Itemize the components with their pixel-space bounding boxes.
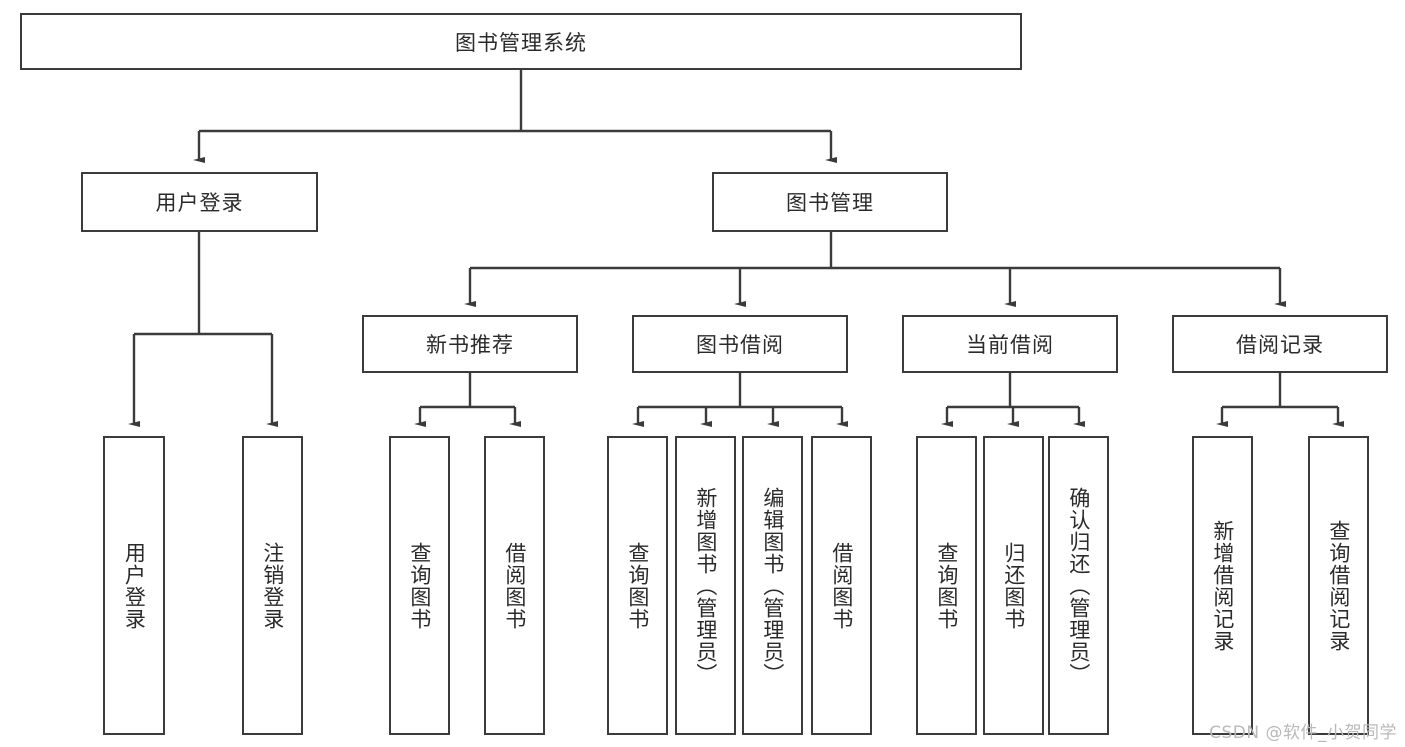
node-current-borrow[interactable]: 当前借阅	[902, 315, 1118, 373]
node-user-login-label: 用户登录	[155, 191, 244, 215]
node-root-label: 图书管理系统	[455, 30, 587, 55]
node-borrow-record[interactable]: 借阅记录	[1172, 315, 1388, 373]
node-book-admin[interactable]: 图书管理	[712, 172, 948, 232]
leaf-edit-book[interactable]: 编辑图书（管理员）	[742, 436, 803, 735]
watermark: CSDN @软件_小贺同学	[1209, 723, 1397, 743]
leaf-edit-book-label: 编辑图书（管理员）	[760, 486, 785, 685]
leaf-confirm-return-label: 确认归还（管理员）	[1066, 486, 1091, 685]
leaf-user-login[interactable]: 用户登录	[103, 436, 165, 735]
leaf-query-book-1[interactable]: 查询图书	[389, 436, 450, 735]
leaf-user-logout[interactable]: 注销登录	[242, 436, 303, 735]
leaf-borrow-book-2-label: 借阅图书	[829, 541, 854, 630]
node-user-login[interactable]: 用户登录	[81, 172, 318, 232]
leaf-query-book-2[interactable]: 查询图书	[607, 436, 668, 735]
leaf-add-record[interactable]: 新增借阅记录	[1192, 436, 1253, 735]
node-new-book-rec[interactable]: 新书推荐	[362, 315, 578, 373]
leaf-borrow-book-1-label: 借阅图书	[502, 541, 527, 630]
leaf-user-login-label: 用户登录	[122, 541, 147, 630]
leaf-query-book-1-label: 查询图书	[407, 541, 432, 630]
node-borrow-record-label: 借阅记录	[1236, 333, 1324, 357]
leaf-confirm-return[interactable]: 确认归还（管理员）	[1048, 436, 1109, 735]
leaf-query-record[interactable]: 查询借阅记录	[1308, 436, 1369, 735]
leaf-user-logout-label: 注销登录	[260, 541, 285, 630]
node-book-borrow[interactable]: 图书借阅	[632, 315, 848, 373]
leaf-borrow-book-2[interactable]: 借阅图书	[811, 436, 872, 735]
leaf-borrow-book-1[interactable]: 借阅图书	[484, 436, 545, 735]
leaf-query-record-label: 查询借阅记录	[1326, 519, 1351, 652]
leaf-add-book-label: 新增图书（管理员）	[693, 486, 718, 685]
leaf-query-book-2-label: 查询图书	[625, 541, 650, 630]
node-current-borrow-label: 当前借阅	[966, 333, 1054, 357]
node-root[interactable]: 图书管理系统	[20, 13, 1022, 70]
leaf-return-book-label: 归还图书	[1001, 541, 1026, 630]
node-book-borrow-label: 图书借阅	[696, 333, 784, 357]
leaf-query-book-3-label: 查询图书	[934, 541, 959, 630]
leaf-query-book-3[interactable]: 查询图书	[916, 436, 977, 735]
leaf-add-record-label: 新增借阅记录	[1210, 519, 1235, 652]
node-book-admin-label: 图书管理	[786, 191, 874, 215]
node-new-book-rec-label: 新书推荐	[426, 333, 514, 357]
leaf-return-book[interactable]: 归还图书	[983, 436, 1044, 735]
leaf-add-book[interactable]: 新增图书（管理员）	[675, 436, 736, 735]
